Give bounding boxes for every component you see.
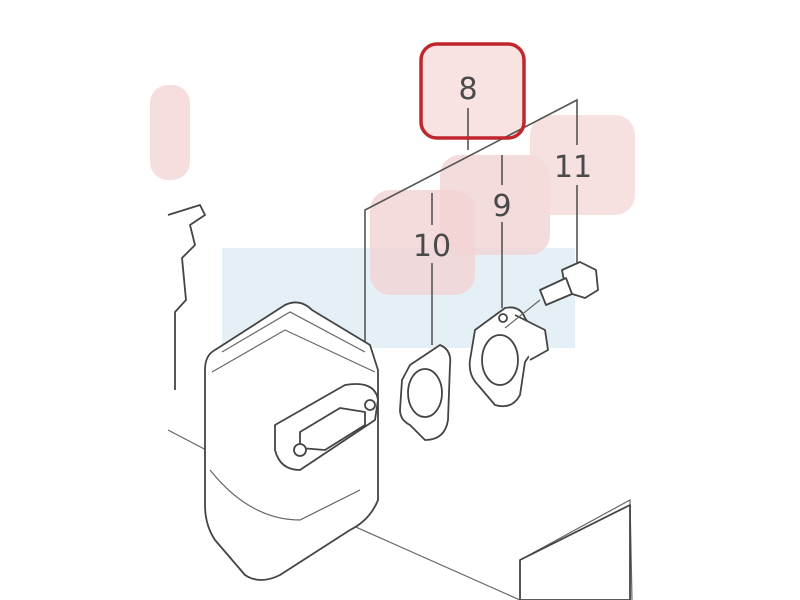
exhaust-flange — [468, 306, 549, 408]
engine-corner — [519, 504, 631, 600]
engine-housing-outline — [167, 204, 206, 390]
callout-11[interactable]: 11 — [554, 150, 592, 185]
pink-overlay-10 — [370, 190, 475, 295]
muffler — [204, 301, 379, 581]
bolt — [504, 261, 599, 329]
callout-8[interactable]: 8 — [458, 72, 477, 107]
highlight-box-8 — [419, 42, 526, 140]
gasket — [399, 344, 452, 441]
callout-10[interactable]: 10 — [413, 229, 451, 264]
callout-9[interactable]: 9 — [492, 189, 511, 224]
pink-overlay-11 — [530, 115, 635, 215]
pink-overlay-8 — [421, 44, 524, 138]
pink-overlay-left — [150, 85, 190, 180]
leader-bracket — [364, 98, 578, 345]
